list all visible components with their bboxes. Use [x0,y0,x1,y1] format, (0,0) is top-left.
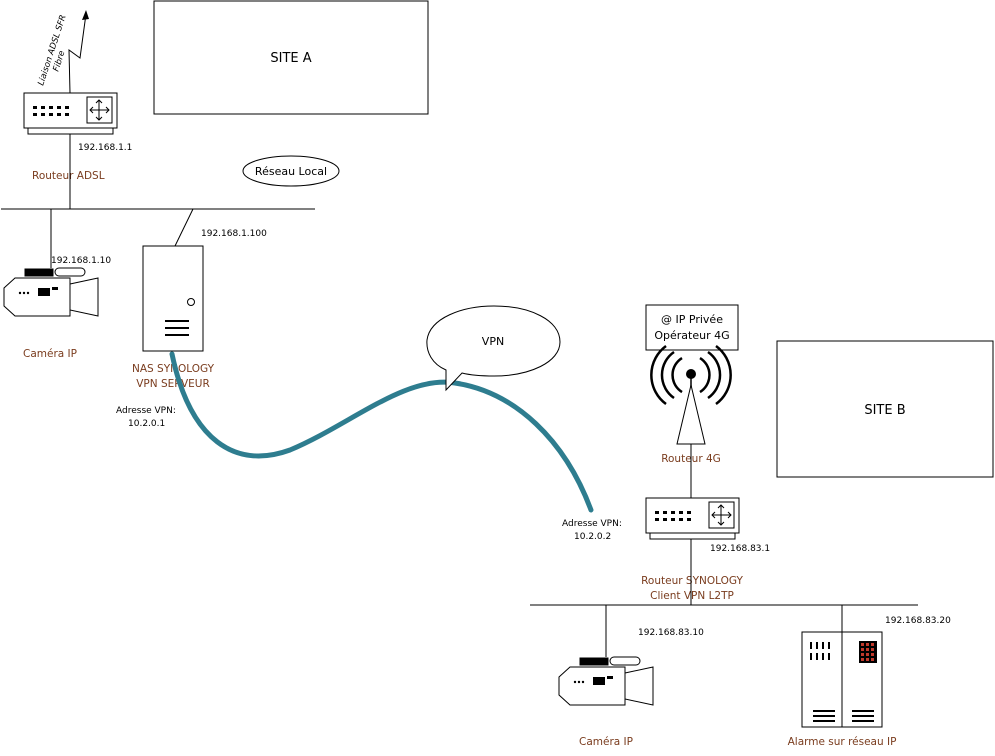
camera-b-label: Caméra IP [579,736,633,748]
nas-ip: 192.168.1.100 [201,229,267,239]
svg-text:Liaison ADSL SFR: Liaison ADSL SFR [36,14,68,87]
router-adsl-icon [23,92,118,135]
nas-vpn-label: Adresse VPN: [116,406,176,416]
router-synology-vpn-ip: 10.2.0.2 [574,532,611,542]
site-a-label: SITE A [270,51,311,66]
camera-b-icon [558,656,654,706]
nas-vpn-ip: 10.2.0.1 [128,419,165,429]
nas-label-line2: VPN SERVEUR [136,378,210,390]
router-synology-icon [645,497,740,540]
camera-a-icon [3,267,99,317]
svg-text:@ IP Privée: @ IP Privée [661,313,723,326]
site-a-box: SITE A [153,0,429,115]
vpn-label: VPN [482,335,504,348]
camera-a-label: Caméra IP [23,348,77,360]
alarm-label: Alarme sur réseau IP [788,736,897,748]
svg-text:Opérateur 4G: Opérateur 4G [654,329,729,342]
site-b-box: SITE B [776,340,994,478]
router-adsl-ip: 192.168.1.1 [78,143,132,153]
alarm-ip: 192.168.83.20 [885,616,951,626]
camera-b-ip: 192.168.83.10 [638,628,704,638]
vpn-callout: VPN [426,305,561,392]
wan-lightning-icon [68,10,89,94]
lan-b-bus [530,539,918,657]
camera-a-ip: 192.168.1.10 [51,256,111,266]
router-adsl-label: Routeur ADSL [32,170,105,182]
router-synology-label-line1: Routeur SYNOLOGY [641,575,743,587]
router-synology-ip: 192.168.83.1 [710,544,770,554]
vpn-tunnel [169,351,594,513]
lan-a-bus [1,134,315,268]
router-synology-label-line2: Client VPN L2TP [650,590,734,602]
alarm-panel-icon [801,631,883,728]
router-synology-vpn-label: Adresse VPN: [562,519,622,529]
lan-a-bubble: Réseau Local [242,155,340,187]
nas-server-icon [142,245,204,352]
antenna-4g-icon [650,344,732,445]
operator-box: @ IP Privée Opérateur 4G [645,304,739,351]
site-b-label: SITE B [864,403,905,418]
svg-text:Réseau Local: Réseau Local [255,165,327,178]
